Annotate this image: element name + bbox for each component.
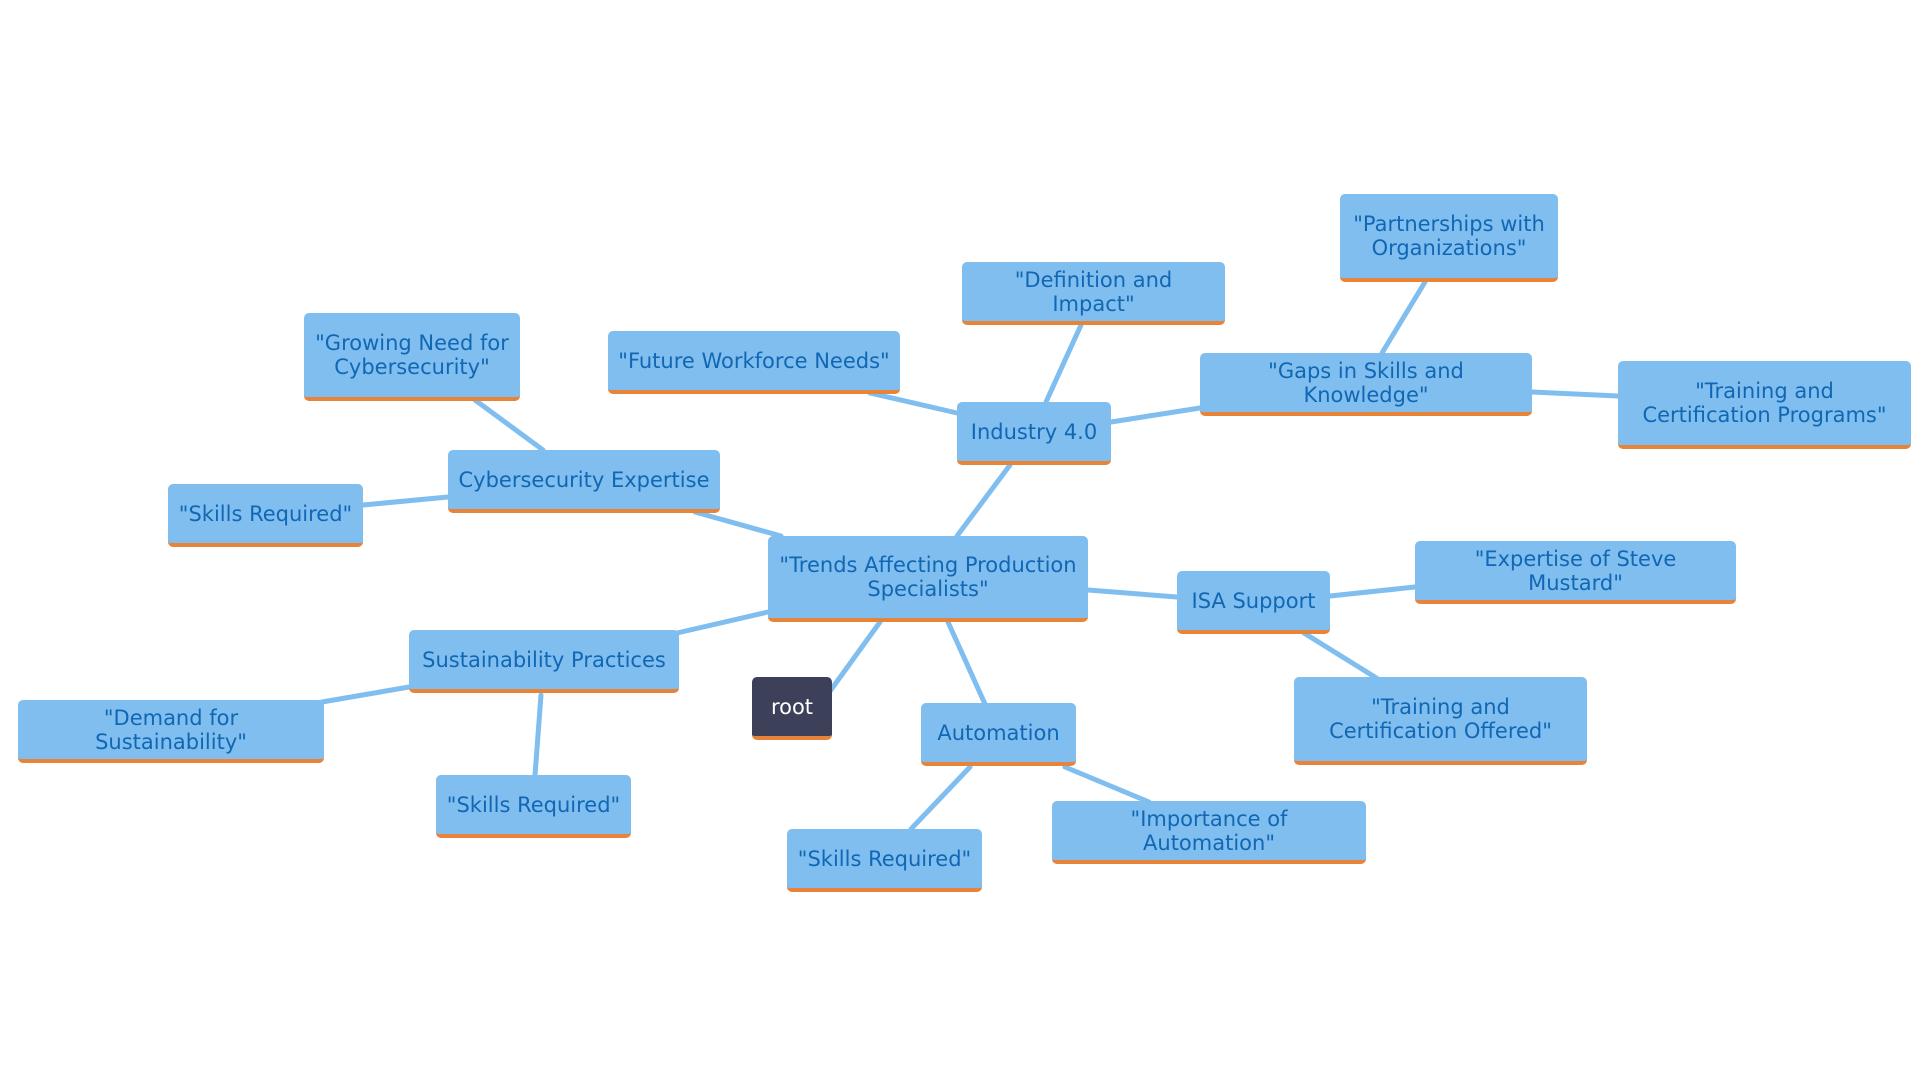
edge-industry-future	[867, 390, 960, 416]
edge-gaps-partnerships	[1379, 279, 1428, 356]
edge-center-automation	[945, 619, 988, 707]
future-workforce-needs-node[interactable]: "Future Workforce Needs"	[608, 331, 900, 394]
cybersecurity-expertise-node[interactable]: Cybersecurity Expertise	[448, 450, 720, 513]
training-offered-node[interactable]: "Training and Certification Offered"	[1294, 677, 1587, 765]
edge-sustain-skills	[532, 692, 544, 778]
edge-center-sustain	[674, 609, 771, 636]
edge-cyber-need	[472, 397, 546, 453]
partnerships-node[interactable]: "Partnerships with Organizations"	[1340, 194, 1558, 282]
edge-center-cyber	[692, 509, 784, 539]
sustain-skills-required-node[interactable]: "Skills Required"	[436, 775, 631, 838]
center-node[interactable]: "Trends Affecting Production Specialists…	[768, 536, 1088, 622]
industry-4-0-node[interactable]: Industry 4.0	[957, 402, 1111, 465]
edge-automation-importance	[1062, 764, 1152, 805]
definition-and-impact-node[interactable]: "Definition and Impact"	[962, 262, 1225, 325]
importance-automation-node[interactable]: "Importance of Automation"	[1052, 801, 1366, 864]
sustainability-practices-node[interactable]: Sustainability Practices	[409, 630, 679, 693]
automation-node[interactable]: Automation	[921, 703, 1076, 766]
edge-automation-skills	[908, 764, 973, 832]
edge-cyber-skills	[360, 494, 451, 508]
edge-industry-definition	[1043, 322, 1084, 405]
auto-skills-required-node[interactable]: "Skills Required"	[787, 829, 982, 892]
edge-isa-training	[1301, 630, 1381, 682]
demand-sustainability-node[interactable]: "Demand for Sustainability"	[18, 700, 324, 763]
gaps-in-skills-node[interactable]: "Gaps in Skills and Knowledge"	[1200, 353, 1532, 416]
training-programs-node[interactable]: "Training and Certification Programs"	[1618, 361, 1911, 449]
growing-need-cybersecurity-node[interactable]: "Growing Need for Cybersecurity"	[304, 313, 520, 401]
edge-industry-gaps	[1108, 405, 1203, 425]
edge-sustain-demand	[319, 684, 412, 705]
edge-center-isa	[1085, 587, 1180, 600]
expertise-steve-mustard-node[interactable]: "Expertise of Steve Mustard"	[1415, 541, 1736, 604]
edge-isa-expertise	[1327, 584, 1418, 599]
edge-center-industry	[954, 462, 1013, 539]
isa-support-node[interactable]: ISA Support	[1177, 571, 1330, 634]
root-node[interactable]: root	[752, 677, 832, 740]
cyber-skills-required-node[interactable]: "Skills Required"	[168, 484, 363, 547]
edge-gaps-training	[1529, 389, 1621, 399]
